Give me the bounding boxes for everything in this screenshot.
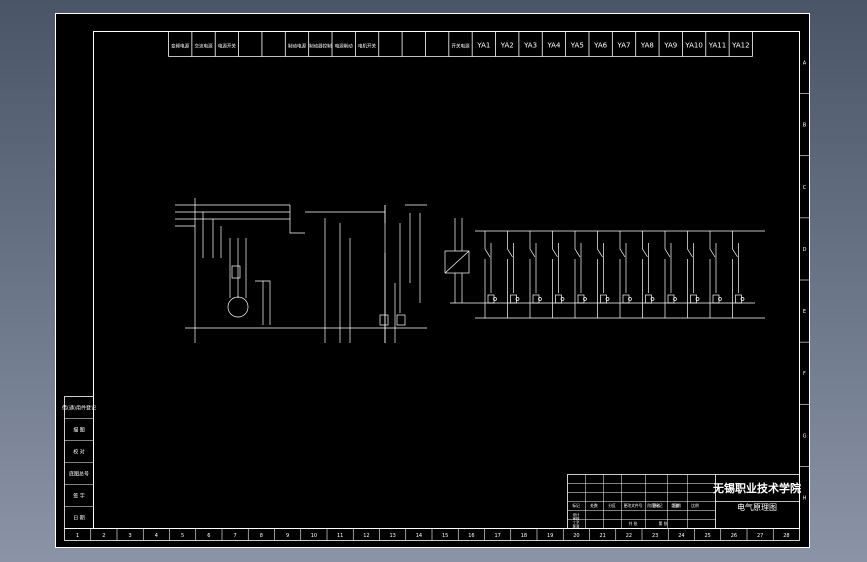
row-letter: G (803, 433, 807, 439)
left-block-label: 底图总号 (69, 471, 89, 478)
sheet-label: 共 张 (629, 521, 638, 526)
row-letter: C (803, 185, 807, 191)
title-row-label: 标记 (572, 503, 580, 508)
column-number: 11 (337, 533, 343, 539)
column-number: 4 (155, 533, 158, 539)
title-row-label: 签名 (652, 503, 660, 508)
column-number: 19 (547, 533, 553, 539)
header-cell: YA9 (663, 42, 677, 50)
header-cell: 电源制动 (335, 43, 353, 50)
column-number: 10 (311, 533, 317, 539)
column-number: 13 (389, 533, 395, 539)
title-row-label: 日期 (673, 503, 681, 508)
staff-label: 设计 (573, 512, 581, 517)
column-number: 18 (521, 533, 527, 539)
column-number: 23 (652, 533, 658, 539)
header-cell: YA11 (708, 42, 726, 50)
header-cell: 电机开关 (358, 43, 376, 50)
stage-label: 比例 (691, 503, 699, 508)
column-number: 26 (731, 533, 737, 539)
title-row-label: 处数 (590, 503, 598, 508)
row-letter: A (803, 61, 807, 67)
column-number: 21 (599, 533, 605, 539)
header-cell: YA10 (684, 42, 702, 50)
stage-label: 重量 (671, 503, 679, 508)
column-number: 16 (468, 533, 474, 539)
header-cell: YA4 (546, 42, 561, 50)
header-cell: 电源开关 (218, 43, 236, 50)
row-letter: F (803, 371, 806, 377)
staff-label: 工艺 (573, 520, 581, 525)
left-block-label: 日 期 (73, 516, 85, 522)
row-letter: H (803, 495, 807, 501)
column-number: 27 (757, 533, 763, 539)
column-number: 20 (573, 533, 579, 539)
header-cell: YA8 (640, 42, 654, 50)
column-number: 14 (416, 533, 422, 539)
column-number: 12 (363, 533, 369, 539)
header-cell: 变频电源 (171, 43, 189, 50)
row-letter: B (803, 123, 807, 129)
column-number: 1 (76, 533, 79, 539)
header-cell: YA5 (570, 42, 584, 50)
left-block-label: 借(通)用件登记 (62, 405, 96, 412)
header-cell: 交流电源 (195, 43, 213, 50)
column-number: 7 (234, 533, 237, 539)
sheet-label: 第 张 (659, 521, 668, 526)
school-name: 无锡职业技术学院 (712, 481, 801, 495)
column-number: 6 (207, 533, 210, 539)
left-block-label: 描 图 (73, 427, 85, 434)
column-number: 9 (286, 533, 289, 539)
header-cell: 开关电源 (452, 43, 470, 50)
title-row-label: 更改文件号 (624, 503, 643, 508)
header-cell: YA2 (500, 42, 514, 50)
header-cell: YA1 (476, 42, 490, 50)
header-cell: 制动电源 (288, 43, 306, 50)
left-block-label: 校 对 (73, 449, 85, 456)
outer-border (55, 13, 810, 548)
header-cell: YA7 (617, 42, 631, 50)
column-number: 25 (704, 533, 710, 539)
row-letter: D (803, 247, 807, 253)
column-number: 8 (260, 533, 263, 539)
drawing-name: 电气原理图 (737, 502, 777, 512)
left-block-label: 签 字 (73, 493, 85, 500)
header-cell: YA6 (593, 42, 608, 50)
column-number: 28 (783, 533, 789, 539)
header-cell: YA12 (731, 42, 749, 50)
column-number: 17 (494, 533, 500, 539)
column-number: 22 (626, 533, 632, 539)
column-number: 2 (102, 533, 105, 539)
header-cell: YA3 (523, 42, 537, 50)
column-number: 24 (678, 533, 684, 539)
title-row-label: 分区 (608, 503, 616, 508)
row-letters: A B C D E F G H (799, 61, 810, 501)
row-letter: E (803, 309, 806, 315)
column-number: 5 (181, 533, 184, 539)
staff-label: 批准 (573, 524, 581, 529)
column-number: 3 (129, 533, 132, 539)
staff-label: 审核 (573, 516, 581, 521)
stage-label: 阶段标记 (647, 503, 662, 508)
header-cell: 制动器控制 (309, 43, 332, 50)
schematic-lines (175, 198, 765, 343)
header-table: 变频电源交流电源电源开关 制动电源制动器控制电源制动电机开关 开关电源 YA1 YA2 Y… (168, 31, 753, 57)
column-number: 15 (442, 533, 448, 539)
